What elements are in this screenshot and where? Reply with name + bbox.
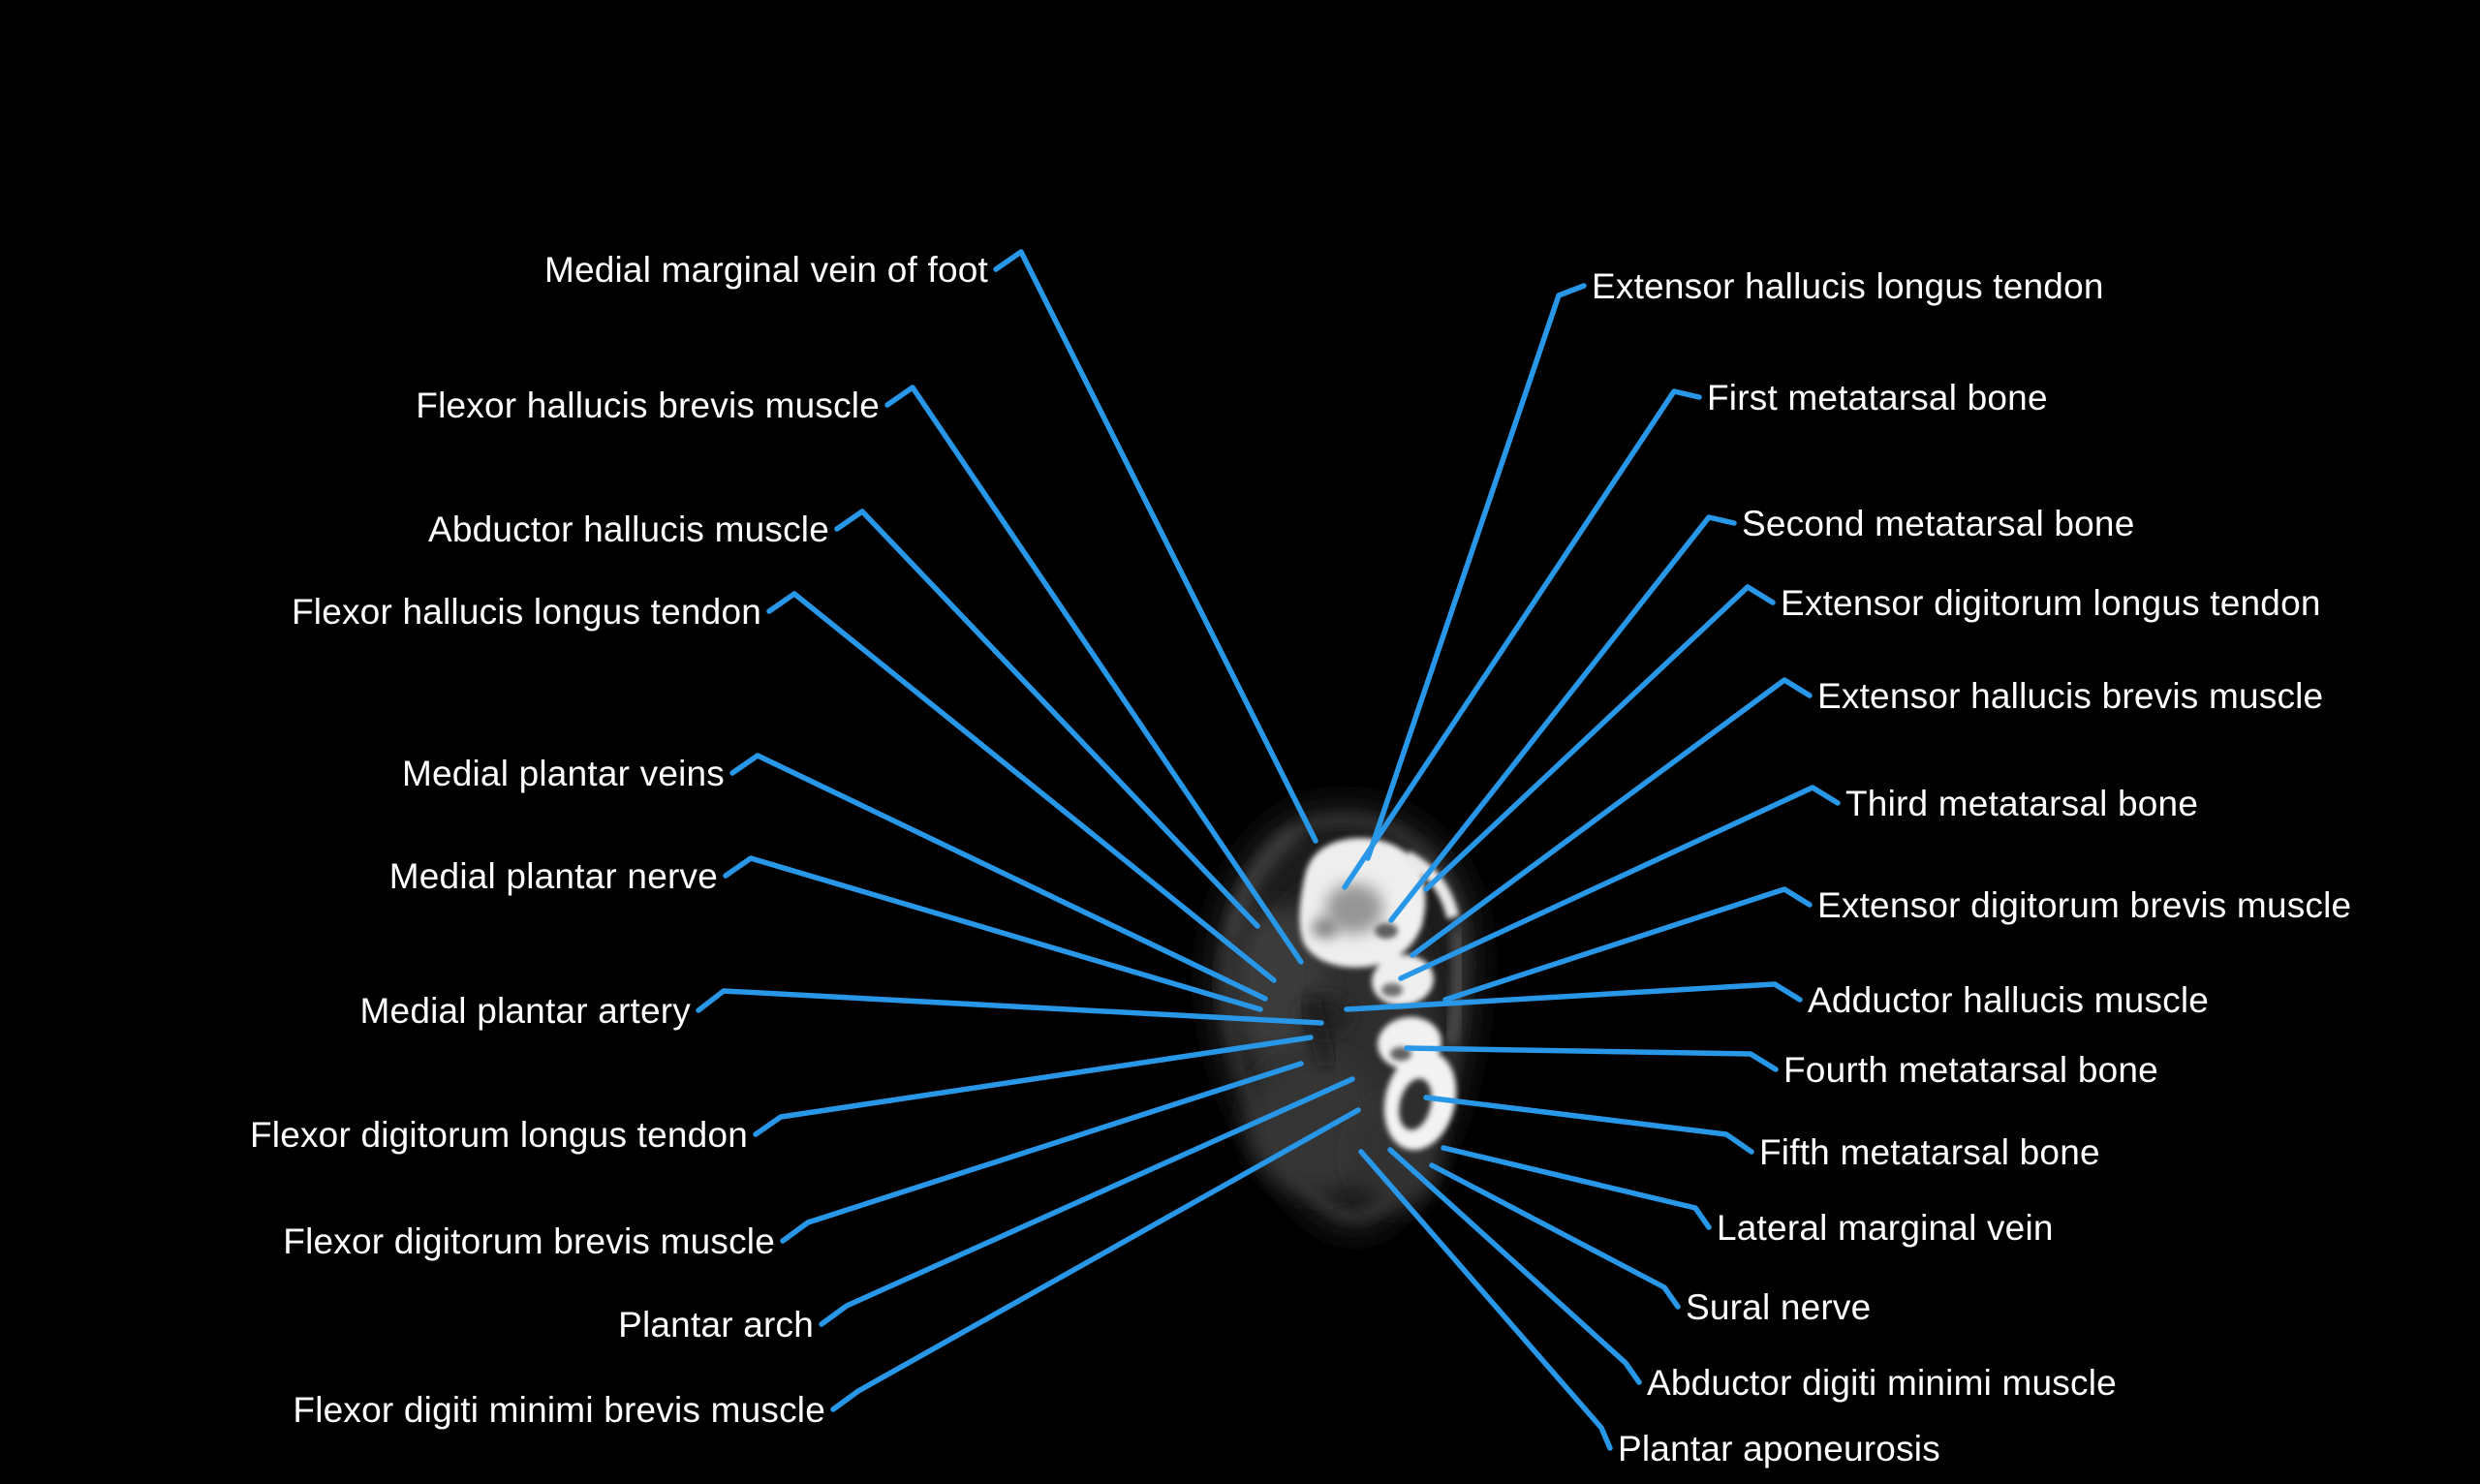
label-fourth-metatarsal-bone[interactable]: Fourth metatarsal bone	[1783, 1050, 2158, 1091]
label-flexor-hallucis-longus-tendon[interactable]: Flexor hallucis longus tendon	[291, 592, 761, 633]
plantar-muscle-wash	[1248, 1054, 1383, 1193]
label-plantar-arch[interactable]: Plantar arch	[618, 1305, 814, 1345]
leader-line-sural-nerve	[1429, 1162, 1681, 1310]
label-sural-nerve[interactable]: Sural nerve	[1686, 1287, 1872, 1328]
label-third-metatarsal-bone[interactable]: Third metatarsal bone	[1845, 784, 2199, 824]
label-adductor-hallucis-muscle[interactable]: Adductor hallucis muscle	[1808, 980, 2210, 1021]
leader-line-adductor-hallucis-muscle	[1344, 981, 1803, 1012]
plantar-cleft	[1305, 996, 1332, 1067]
label-second-metatarsal-bone[interactable]: Second metatarsal bone	[1742, 504, 2135, 544]
leader-line-lateral-marginal-vein	[1441, 1145, 1712, 1230]
leader-line-fourth-metatarsal-bone	[1404, 1045, 1779, 1072]
leader-line-medial-plantar-artery	[696, 988, 1324, 1026]
leader-line-extensor-digitorum-longus-tendon	[1423, 584, 1776, 892]
label-medial-plantar-artery[interactable]: Medial plantar artery	[359, 991, 691, 1032]
label-medial-plantar-veins[interactable]: Medial plantar veins	[401, 754, 725, 794]
label-extensor-hallucis-longus-tendon[interactable]: Extensor hallucis longus tendon	[1592, 266, 2104, 307]
third-mt-notch	[1381, 983, 1403, 997]
label-flexor-digiti-minimi-brevis-muscle[interactable]: Flexor digiti minimi brevis muscle	[293, 1390, 825, 1431]
leader-line-abductor-hallucis-muscle	[834, 509, 1260, 929]
label-flexor-digitorum-longus-tendon[interactable]: Flexor digitorum longus tendon	[249, 1115, 748, 1156]
first-mt-marble	[1325, 883, 1383, 934]
label-extensor-hallucis-brevis-muscle[interactable]: Extensor hallucis brevis muscle	[1817, 676, 2324, 717]
leader-line-second-metatarsal-bone	[1388, 514, 1737, 923]
leader-line-third-metatarsal-bone	[1398, 785, 1841, 981]
leader-line-flexor-digitorum-longus-tendon	[753, 1035, 1314, 1137]
label-fifth-metatarsal-bone[interactable]: Fifth metatarsal bone	[1759, 1132, 2100, 1173]
leader-line-fifth-metatarsal-bone	[1423, 1095, 1754, 1155]
leader-line-first-metatarsal-bone	[1342, 388, 1702, 890]
label-extensor-digitorum-longus-tendon[interactable]: Extensor digitorum longus tendon	[1781, 583, 2321, 624]
label-lateral-marginal-vein[interactable]: Lateral marginal vein	[1717, 1208, 2054, 1249]
bone-marrow-texture	[1312, 883, 1462, 1130]
leader-line-medial-plantar-veins	[729, 753, 1268, 1002]
label-medial-marginal-vein-of-foot[interactable]: Medial marginal vein of foot	[543, 250, 988, 291]
fifth-mt-marrow	[1399, 1078, 1432, 1130]
leader-line-extensor-hallucis-longus-tendon	[1365, 283, 1587, 861]
label-abductor-digiti-minimi-muscle[interactable]: Abductor digiti minimi muscle	[1647, 1363, 2117, 1404]
leader-line-flexor-hallucis-longus-tendon	[766, 591, 1277, 983]
leader-line-flexor-digitorum-brevis-muscle	[780, 1061, 1304, 1244]
label-abductor-hallucis-muscle[interactable]: Abductor hallucis muscle	[427, 510, 829, 550]
leader-line-plantar-aponeurosis	[1358, 1149, 1613, 1451]
leader-line-extensor-hallucis-brevis-muscle	[1410, 677, 1813, 958]
leader-line-flexor-digiti-minimi-brevis-muscle	[830, 1107, 1361, 1412]
label-flexor-hallucis-brevis-muscle[interactable]: Flexor hallucis brevis muscle	[416, 386, 880, 426]
leader-line-flexor-hallucis-brevis-muscle	[884, 385, 1304, 965]
label-first-metatarsal-bone[interactable]: First metatarsal bone	[1707, 378, 2048, 418]
leader-lines-layer	[696, 249, 1841, 1451]
label-medial-plantar-nerve[interactable]: Medial plantar nerve	[388, 856, 718, 897]
lateral-rim-faint	[1446, 929, 1462, 1045]
second-mt-notch	[1375, 923, 1398, 939]
leader-line-extensor-digitorum-brevis-muscle	[1442, 886, 1813, 1003]
dorsomedial-skin-rim	[1227, 831, 1299, 940]
label-plantar-aponeurosis[interactable]: Plantar aponeurosis	[1618, 1429, 1940, 1469]
label-extensor-digitorum-brevis-muscle[interactable]: Extensor digitorum brevis muscle	[1817, 885, 2352, 926]
label-flexor-digitorum-brevis-muscle[interactable]: Flexor digitorum brevis muscle	[283, 1221, 775, 1262]
leader-line-plantar-arch	[819, 1076, 1355, 1327]
leader-line-medial-marginal-vein-of-foot	[993, 249, 1318, 844]
leader-line-abductor-digiti-minimi-muscle	[1387, 1147, 1642, 1385]
first-mt-marble-2	[1312, 917, 1339, 939]
leader-line-medial-plantar-nerve	[723, 855, 1263, 1012]
